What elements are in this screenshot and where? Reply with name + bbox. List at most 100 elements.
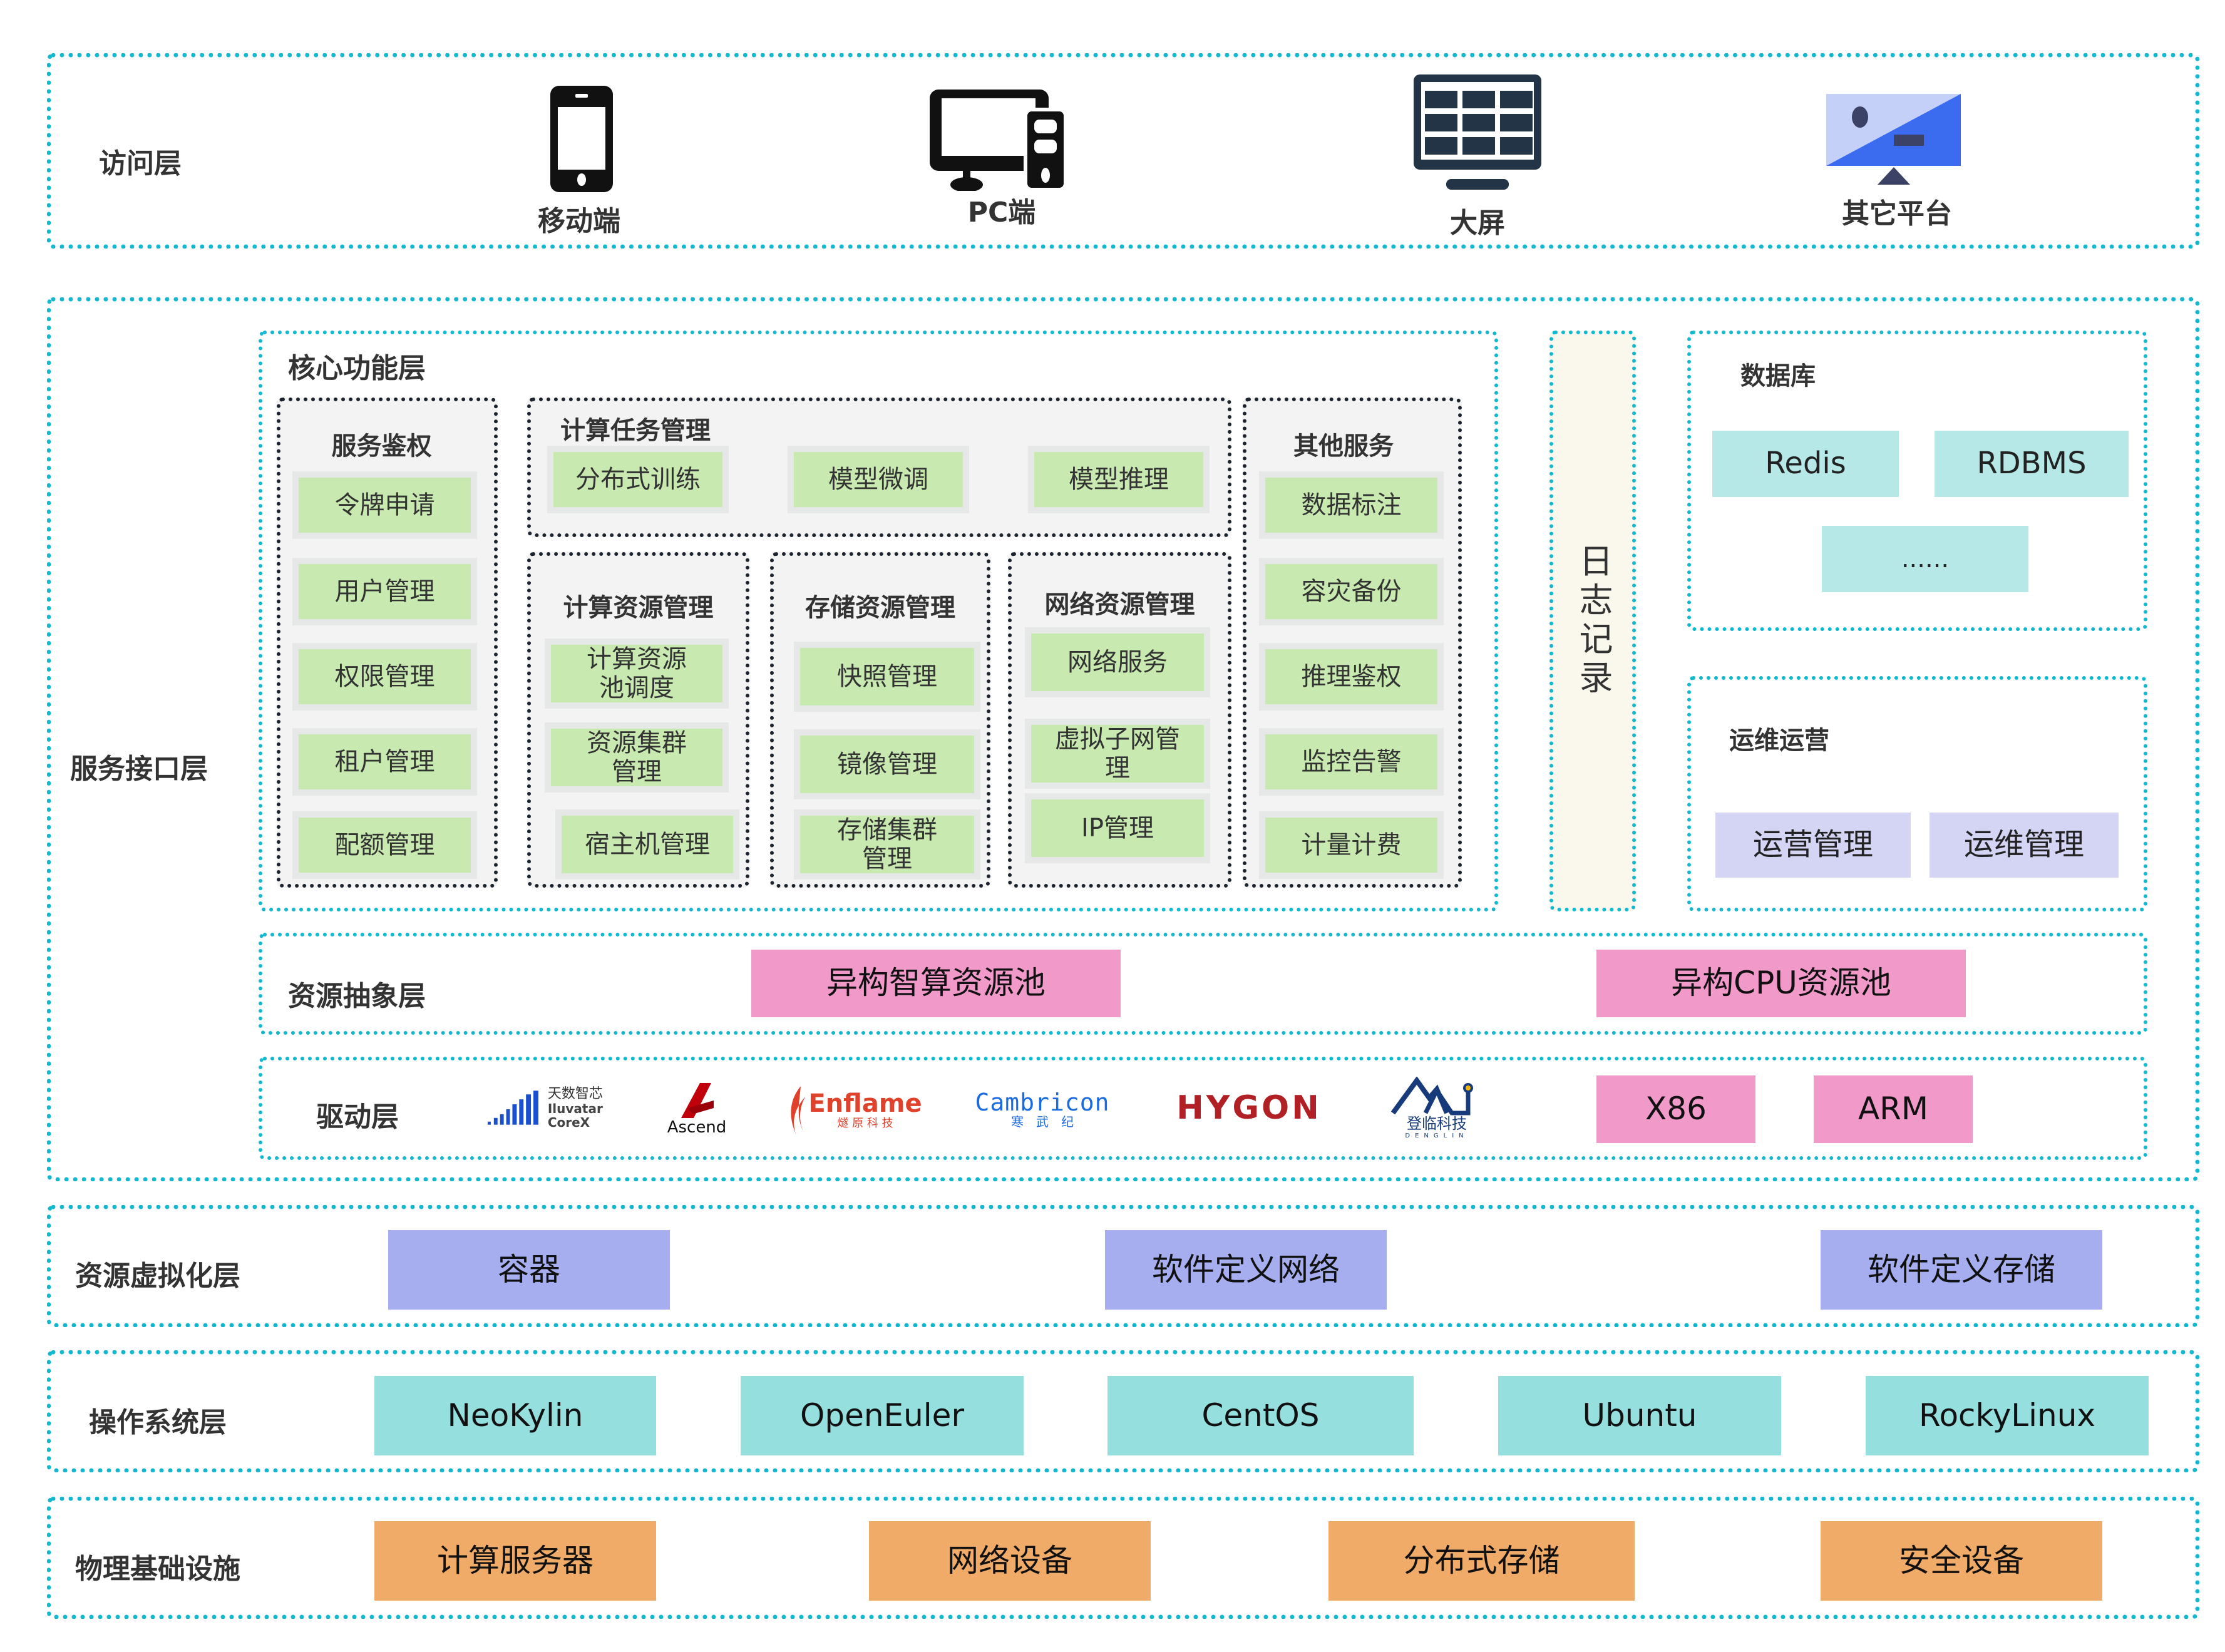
- virtualization-item[interactable]: 软件定义存储: [1821, 1230, 2102, 1310]
- denglin-logo-icon: [1390, 1077, 1473, 1116]
- iluvatar-logo-icon: [487, 1090, 538, 1125]
- hygon-name: HYGON: [1176, 1089, 1322, 1127]
- cambricon-sub: 寒 武 纪: [1011, 1114, 1074, 1129]
- os-item[interactable]: CentOS: [1107, 1376, 1414, 1455]
- auth-item[interactable]: 配额管理: [292, 811, 477, 879]
- service-layer: [47, 297, 2199, 1181]
- storage-resource-item[interactable]: 存储集群管理: [794, 809, 980, 880]
- other-service-item[interactable]: 数据标注: [1259, 471, 1444, 539]
- infrastructure-item[interactable]: 计算服务器: [374, 1521, 656, 1601]
- infrastructure-layer: [47, 1497, 2199, 1619]
- task-item[interactable]: 模型微调: [788, 446, 969, 513]
- os-item[interactable]: NeoKylin: [374, 1376, 656, 1455]
- access-layer: [47, 53, 2199, 249]
- device-large-screen-label: 大屏: [1450, 207, 1505, 239]
- task-item[interactable]: 模型推理: [1028, 446, 1210, 513]
- heterogeneous-cpu-pool[interactable]: 异构CPU资源池: [1596, 950, 1966, 1017]
- virtualization-layer-label: 资源虚拟化层: [75, 1260, 240, 1292]
- device-large-screen[interactable]: 大屏: [1409, 72, 1546, 241]
- enflame-name: Enflame: [808, 1089, 922, 1118]
- arch-arm[interactable]: ARM: [1814, 1075, 1973, 1143]
- database-title: 数据库: [1740, 362, 1816, 391]
- driver-layer: [259, 1057, 2147, 1160]
- device-pc[interactable]: PC端: [927, 85, 1077, 235]
- compute-task-group-title: 计算任务管理: [560, 416, 711, 445]
- logo-enflame: Enflame 燧 原 科 技: [776, 1080, 933, 1139]
- device-pc-label: PC端: [967, 197, 1036, 228]
- compute-resource-item[interactable]: 资源集群管理: [545, 722, 729, 793]
- auth-item[interactable]: 用户管理: [292, 558, 477, 625]
- service-layer-label: 服务接口层: [70, 753, 208, 785]
- resource-abstraction-layer: [259, 933, 2147, 1035]
- other-service-item[interactable]: 计量计费: [1259, 811, 1444, 879]
- resource-abstraction-label: 资源抽象层: [288, 980, 426, 1012]
- database-item-more[interactable]: ......: [1822, 526, 2028, 592]
- task-item[interactable]: 分布式训练: [547, 446, 729, 513]
- auth-item[interactable]: 令牌申请: [292, 471, 477, 539]
- infrastructure-layer-label: 物理基础设施: [75, 1553, 240, 1585]
- storage-resource-group-title: 存储资源管理: [805, 593, 955, 622]
- network-resource-item[interactable]: 虚拟子网管理: [1025, 719, 1210, 789]
- network-resource-group-title: 网络资源管理: [1044, 590, 1195, 619]
- operations-title: 运维运营: [1729, 726, 1829, 755]
- driver-layer-label: 驱动层: [316, 1101, 399, 1133]
- virtualization-item[interactable]: 软件定义网络: [1105, 1230, 1387, 1310]
- device-other-platform[interactable]: 其它平台: [1816, 91, 1978, 235]
- core-function-layer: [259, 331, 1498, 911]
- core-function-layer-label: 核心功能层: [288, 352, 426, 384]
- iluvatar-sub: Iluvatar CoreX: [547, 1101, 603, 1131]
- network-resource-item[interactable]: IP管理: [1025, 793, 1210, 863]
- logo-denglin: 登临科技 DENGLIN: [1384, 1074, 1490, 1142]
- other-service-item[interactable]: 推理鉴权: [1259, 643, 1444, 711]
- operations-panel: [1687, 676, 2147, 911]
- database-panel: [1687, 331, 2147, 631]
- virtualization-item[interactable]: 容器: [388, 1230, 670, 1310]
- os-layer: [47, 1350, 2199, 1472]
- database-item-redis[interactable]: Redis: [1712, 431, 1899, 497]
- denglin-sub: DENGLIN: [1405, 1132, 1469, 1139]
- enflame-sub: 燧 原 科 技: [837, 1116, 893, 1130]
- denglin-name: 登临科技: [1407, 1115, 1467, 1133]
- os-item[interactable]: Ubuntu: [1498, 1376, 1781, 1455]
- auth-item[interactable]: 租户管理: [292, 728, 477, 796]
- other-platform-icon: [1826, 94, 1961, 185]
- log-record-label: 日志记录: [1573, 543, 1613, 699]
- logo-hygon: HYGON: [1152, 1086, 1346, 1130]
- os-item[interactable]: OpenEuler: [741, 1376, 1024, 1455]
- arch-x86[interactable]: X86: [1596, 1075, 1755, 1143]
- other-service-item[interactable]: 监控告警: [1259, 728, 1444, 796]
- other-service-item[interactable]: 容灾备份: [1259, 558, 1444, 625]
- network-resource-item[interactable]: 网络服务: [1025, 627, 1210, 697]
- ascend-logo-icon: [681, 1083, 714, 1118]
- iluvatar-name: 天数智芯: [547, 1085, 603, 1102]
- compute-resource-group-title: 计算资源管理: [563, 593, 714, 622]
- ops-item[interactable]: 运营管理: [1715, 813, 1911, 878]
- auth-item[interactable]: 权限管理: [292, 643, 477, 711]
- logo-ascend: Ascend: [656, 1082, 737, 1138]
- heterogeneous-ai-pool[interactable]: 异构智算资源池: [751, 950, 1121, 1017]
- virtualization-layer: [47, 1205, 2199, 1327]
- other-services-group-title: 其他服务: [1293, 432, 1394, 461]
- device-other-platform-label: 其它平台: [1842, 198, 1952, 230]
- auth-group-title: 服务鉴权: [331, 432, 432, 461]
- logo-iluvatar: 天数智芯 Iluvatar CoreX: [485, 1086, 648, 1130]
- database-item-rdbms[interactable]: RDBMS: [1935, 431, 2129, 497]
- compute-resource-item[interactable]: 计算资源池调度: [545, 639, 729, 709]
- device-mobile-label: 移动端: [538, 205, 620, 237]
- large-screen-icon: [1414, 74, 1541, 190]
- desktop-computer-icon: [930, 90, 1067, 192]
- infrastructure-item[interactable]: 网络设备: [869, 1521, 1151, 1601]
- storage-resource-item[interactable]: 快照管理: [794, 642, 980, 712]
- compute-resource-item[interactable]: 宿主机管理: [555, 809, 739, 880]
- device-mobile[interactable]: 移动端: [538, 85, 620, 241]
- log-record-column: 日志记录: [1549, 331, 1636, 911]
- cambricon-name: Cambricon: [975, 1089, 1110, 1117]
- ops-item[interactable]: 运维管理: [1930, 813, 2119, 878]
- os-item[interactable]: RockyLinux: [1866, 1376, 2149, 1455]
- access-layer-label: 访问层: [99, 148, 182, 180]
- infrastructure-item[interactable]: 安全设备: [1821, 1521, 2102, 1601]
- enflame-flame-icon: [791, 1085, 806, 1134]
- infrastructure-item[interactable]: 分布式存储: [1328, 1521, 1635, 1601]
- mobile-phone-icon: [550, 86, 613, 192]
- storage-resource-item[interactable]: 镜像管理: [794, 729, 980, 799]
